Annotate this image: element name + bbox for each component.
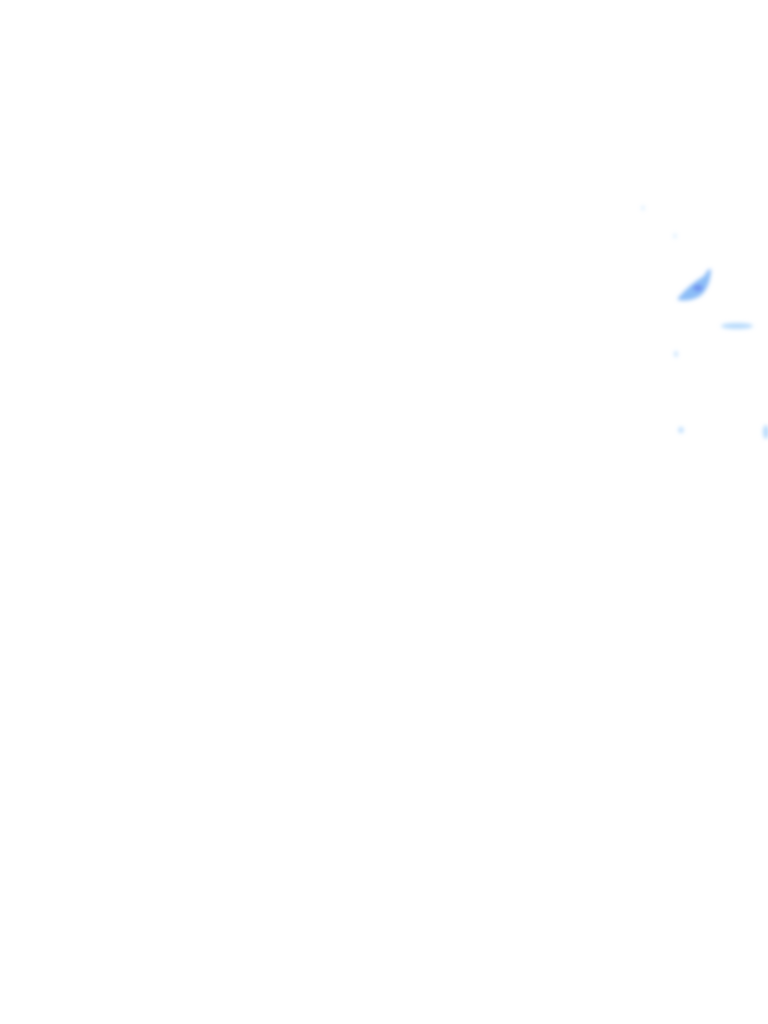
precip-cell-core <box>693 285 703 291</box>
precip-cell <box>642 206 644 210</box>
precip-cell <box>674 351 678 357</box>
precip-cell <box>678 427 684 433</box>
precip-cell <box>674 234 676 238</box>
precip-cell <box>678 268 711 301</box>
precip-cell <box>763 425 768 439</box>
precip-cell <box>721 323 753 329</box>
